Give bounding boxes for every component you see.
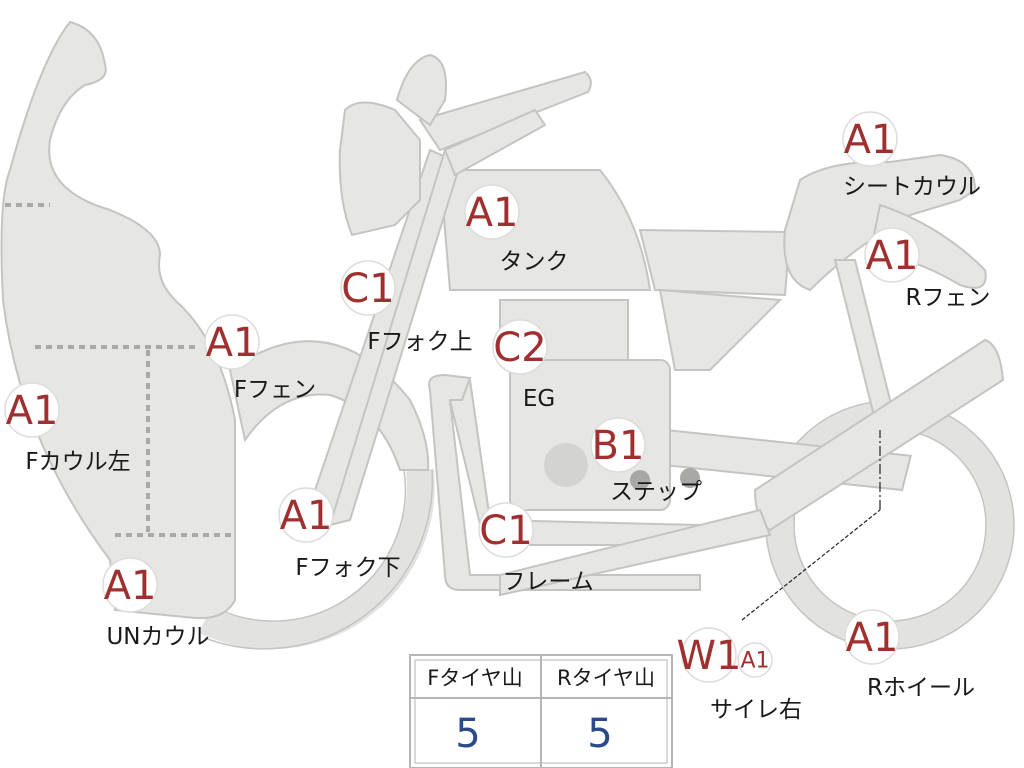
badge-r-fender: A1: [864, 227, 920, 283]
badge-frame-circle: [478, 502, 534, 558]
badge-r-wheel-grade: A1: [846, 615, 899, 661]
badge-un-cowl-circle: [102, 557, 158, 613]
badge-engine-circle: [492, 319, 548, 375]
label-seat-cowl: シートカウル: [843, 174, 981, 200]
badge-step-circle: [590, 417, 646, 473]
front-wheel-shape: [198, 468, 435, 650]
badge-step-grade: B1: [592, 423, 645, 469]
badge-seat-cowl: A1: [842, 111, 898, 167]
badge-f-fork-upper-grade: C1: [341, 266, 394, 312]
label-muffler-right: サイレ右: [710, 697, 802, 723]
muffler-leader-line: [741, 430, 881, 621]
badge-muffler-right-secondary-circle: [737, 642, 773, 678]
label-r-fender: Rフェン: [906, 285, 991, 311]
badge-frame: C1: [478, 502, 534, 558]
badge-step: B1: [590, 417, 646, 473]
badge-r-wheel-circle: [844, 609, 900, 665]
tire-table: Fタイヤ山 Rタイヤ山 5 5: [409, 654, 673, 768]
label-frame: フレーム: [502, 569, 593, 595]
badge-f-fork-lower-circle: [278, 487, 334, 543]
label-r-wheel: Rホイール: [867, 675, 975, 701]
badge-f-fender-grade: A1: [206, 320, 259, 366]
front-cowl-shape: [0, 20, 236, 620]
badge-engine: C2: [492, 319, 548, 375]
muffler-shape: [753, 338, 1005, 532]
label-engine: EG: [523, 386, 555, 412]
badge-muffler-right-grade: W1: [677, 633, 742, 679]
badge-f-fork-upper-circle: [340, 260, 396, 316]
label-step: ステップ: [610, 479, 702, 505]
seat-shape: [638, 228, 792, 297]
badge-f-cowl-left-grade: A1: [6, 388, 59, 434]
badge-tank-circle: [464, 184, 520, 240]
label-f-cowl-left: Fカウル左: [25, 449, 130, 475]
tire-table-value-front: 5: [455, 711, 480, 757]
badge-f-fork-upper: C1: [340, 260, 396, 316]
badge-frame-grade: C1: [479, 508, 532, 554]
badge-seat-cowl-grade: A1: [844, 117, 897, 163]
label-f-fork-lower: Fフォク下: [295, 555, 400, 581]
tire-table-header-rear: Rタイヤ山: [557, 666, 655, 690]
headlight-shape: [338, 101, 421, 237]
badge-f-cowl-left: A1: [4, 382, 60, 438]
badge-muffler-right-secondary: A1: [737, 642, 773, 678]
badge-tank: A1: [464, 184, 520, 240]
label-un-cowl: UNカウル: [106, 624, 209, 650]
bike-illustration: [0, 20, 1015, 650]
label-tank: タンク: [500, 249, 569, 275]
badge-f-cowl-left-circle: [4, 382, 60, 438]
badge-tank-grade: A1: [466, 190, 519, 236]
badge-seat-cowl-circle: [842, 111, 898, 167]
label-f-fork-upper: Fフォク上: [367, 329, 472, 355]
badge-f-fender: A1: [204, 314, 260, 370]
badge-muffler-right-circle: [681, 627, 737, 683]
badge-r-fender-circle: [864, 227, 920, 283]
badge-un-cowl: A1: [102, 557, 158, 613]
badge-f-fork-lower-grade: A1: [280, 493, 333, 539]
badge-muffler-right: W1: [677, 627, 742, 683]
label-f-fender: Fフェン: [234, 377, 316, 403]
badge-f-fork-lower: A1: [278, 487, 334, 543]
badge-r-fender-grade: A1: [866, 233, 919, 279]
badge-engine-grade: C2: [493, 325, 546, 371]
tire-table-header-front: Fタイヤ山: [427, 666, 522, 690]
badge-un-cowl-grade: A1: [104, 563, 157, 609]
badge-f-fender-circle: [204, 314, 260, 370]
badge-r-wheel: A1: [844, 609, 900, 665]
tire-table-value-rear: 5: [587, 711, 612, 757]
badge-muffler-right-secondary-grade: A1: [740, 649, 769, 674]
